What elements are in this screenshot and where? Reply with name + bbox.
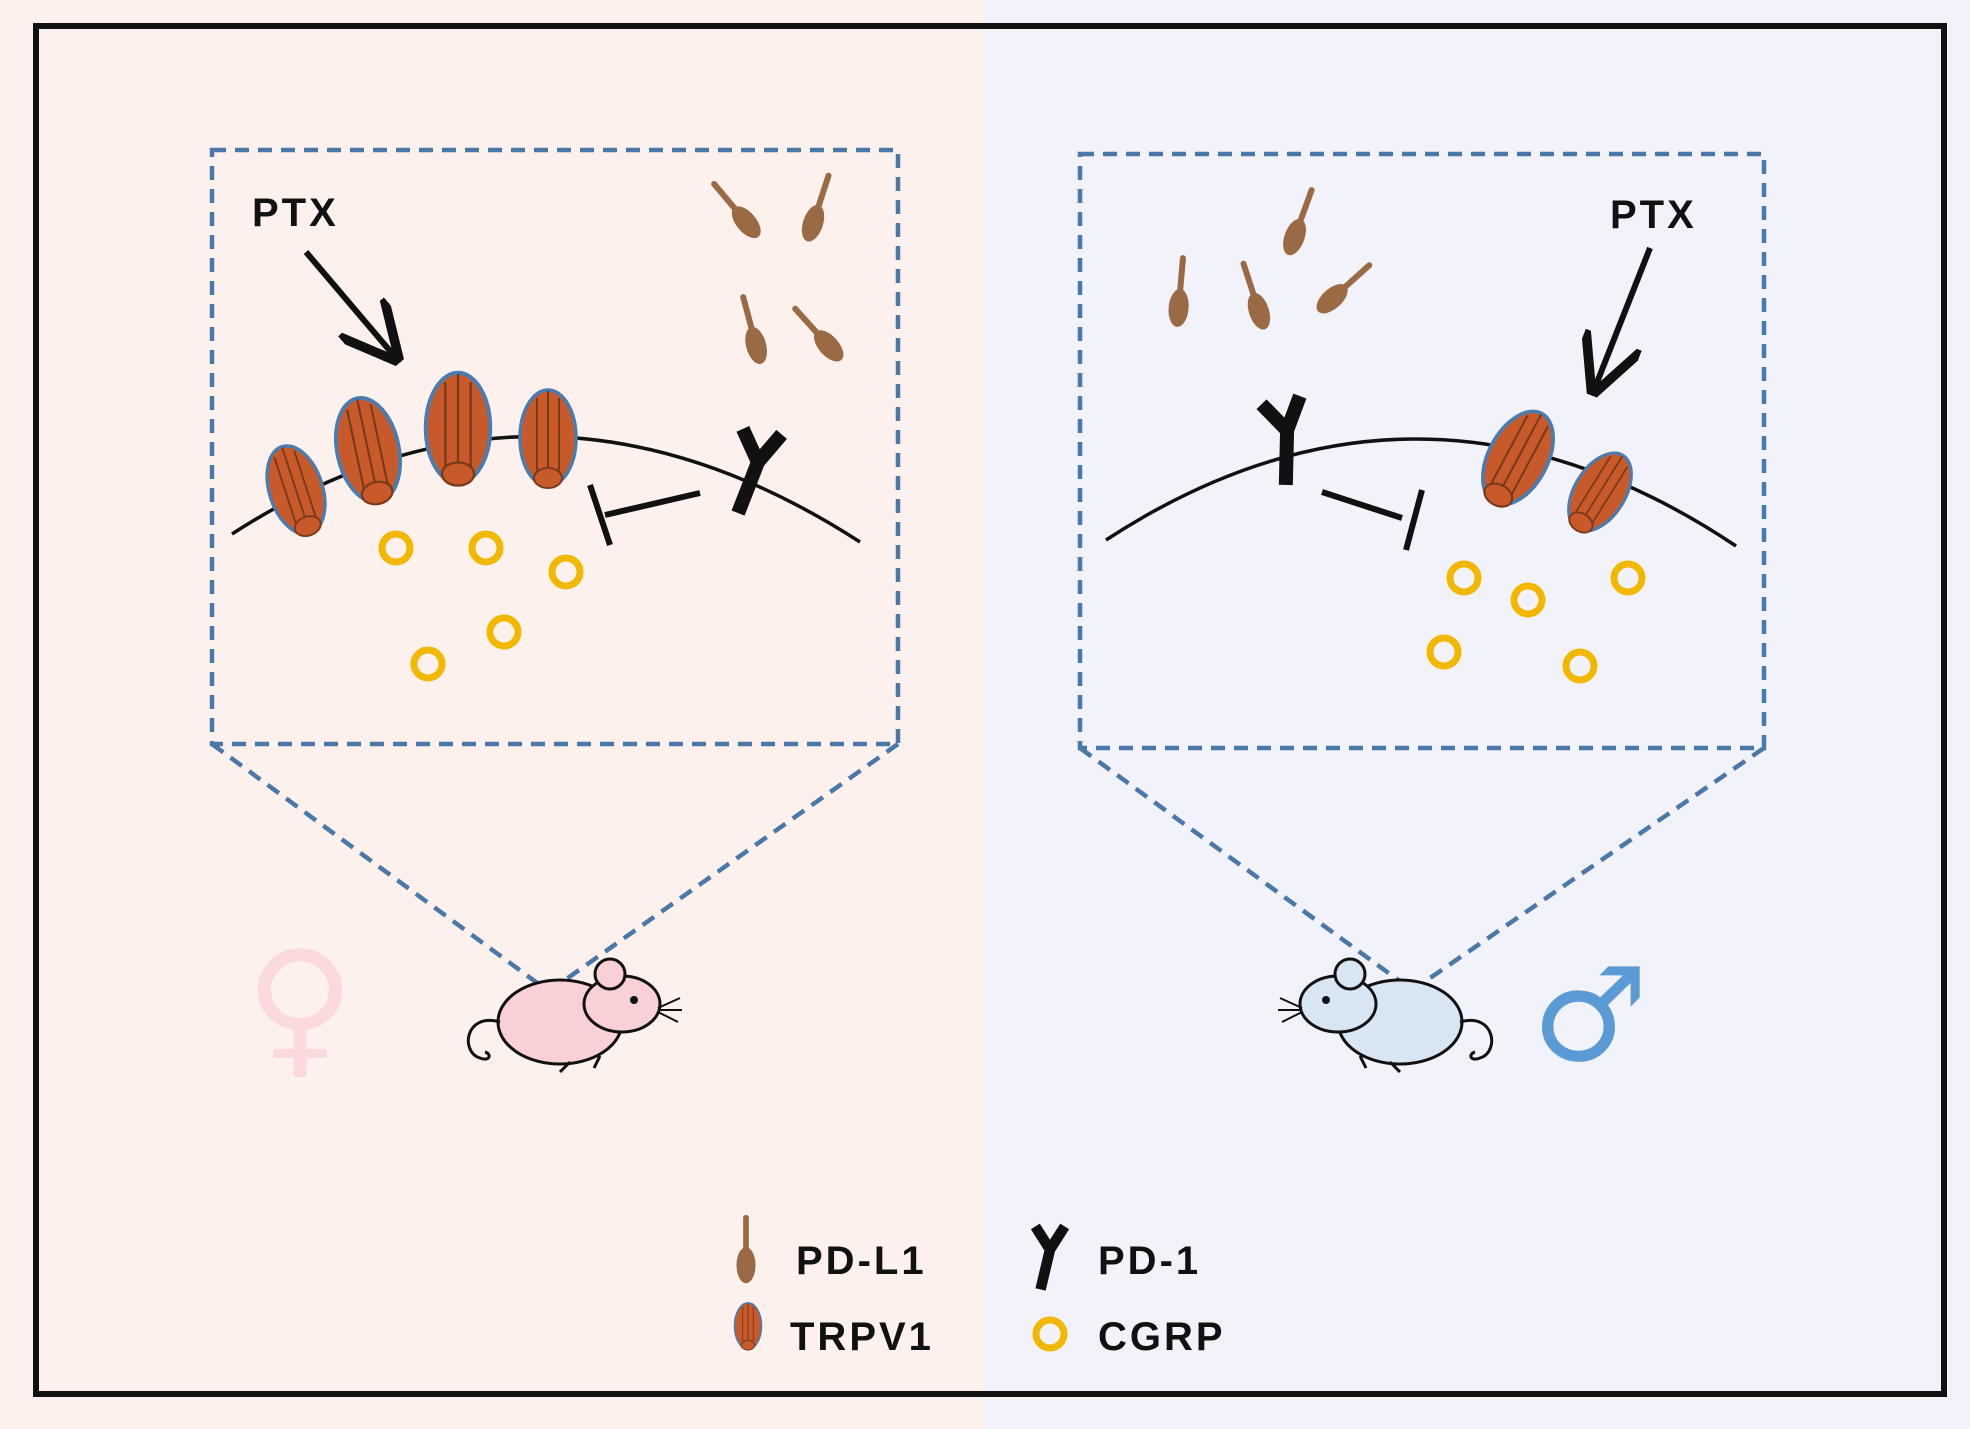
male-inhibition-symbol: [1321, 489, 1425, 551]
female-symbol-icon: ♀: [245, 920, 355, 1094]
male-panel-bg: [985, 0, 1970, 1429]
male-symbol-icon: ♂: [1532, 939, 1649, 1091]
male-ptx-label: PTX: [1610, 193, 1697, 237]
legend-pdl1-label: PD-L1: [796, 1239, 927, 1283]
female-panel: PTX ♀: [209, 147, 901, 1094]
legend: PD-L1 PD-1 TRPV1 CGRP: [733, 1218, 1226, 1359]
male-zoom-line-left: [1078, 746, 1407, 987]
female-zoom-box: [209, 147, 901, 747]
male-cell-membrane: [1105, 437, 1737, 548]
legend-trpv1-icon: [733, 1302, 763, 1351]
male-zoom-line-right: [1418, 746, 1766, 987]
female-zoom-line-right: [556, 742, 900, 987]
legend-trpv1-label: TRPV1: [790, 1315, 934, 1359]
female-ptx-arrow: [303, 250, 396, 358]
female-inhibition-symbol: [587, 484, 701, 546]
male-ptx-arrow: [1594, 246, 1653, 390]
outer-frame: [33, 23, 1947, 1397]
trpv1-channel: [518, 388, 578, 490]
male-zoom-box: [1077, 151, 1767, 751]
female-ptx-label: PTX: [252, 191, 339, 235]
female-panel-bg: [0, 0, 985, 1429]
trpv1-channel: [426, 373, 490, 486]
legend-cgrp-label: CGRP: [1098, 1315, 1226, 1359]
male-panel: PTX ♂: [1077, 151, 1767, 1091]
legend-pd1-label: PD-1: [1098, 1239, 1201, 1283]
male-mouse-icon: [1278, 957, 1494, 1074]
